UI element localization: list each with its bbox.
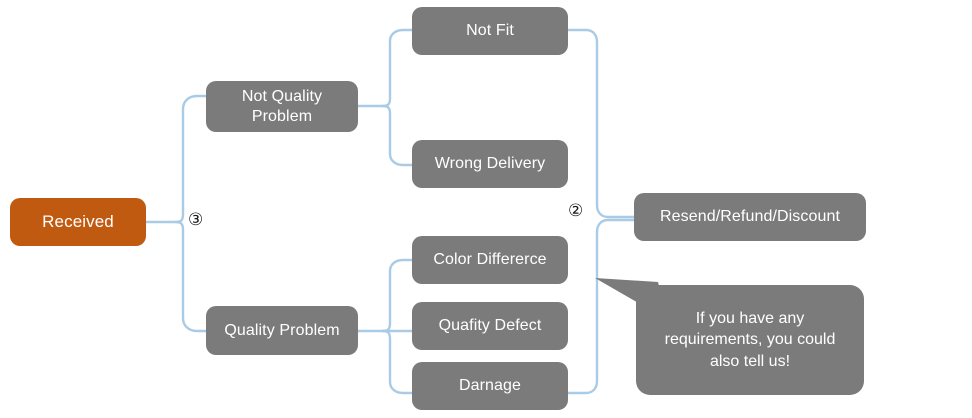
marker-three: ③ [188, 212, 203, 229]
callout-bubble-label: If you have any requirements, you could … [664, 310, 836, 370]
marker-two-label: ② [568, 201, 584, 221]
node-color-differerce[interactable]: Color Differerce [412, 236, 568, 284]
node-quafity-defect-label: Quafity Defect [438, 317, 542, 335]
marker-two: ② [568, 203, 583, 220]
node-received[interactable]: Received [10, 198, 146, 246]
node-darnage-label: Darnage [458, 377, 522, 395]
node-quality-problem[interactable]: Quality Problem [206, 306, 358, 355]
node-resend-refund-discount-label: Resend/Refund/Discount [659, 208, 841, 226]
node-not-quality-problem[interactable]: Not Quality Problem [206, 81, 358, 132]
node-quafity-defect[interactable]: Quafity Defect [412, 302, 568, 350]
callout-bubble[interactable]: If you have any requirements, you could … [636, 285, 864, 395]
node-wrong-delivery[interactable]: Wrong Delivery [412, 140, 568, 188]
node-darnage[interactable]: Darnage [412, 362, 568, 410]
node-not-fit[interactable]: Not Fit [412, 7, 568, 55]
node-color-differerce-label: Color Differerce [433, 251, 547, 269]
node-not-quality-problem-label: Not Quality Problem [241, 87, 323, 125]
node-quality-problem-label: Quality Problem [224, 321, 340, 339]
node-not-fit-label: Not Fit [466, 22, 514, 40]
marker-three-label: ③ [188, 210, 204, 230]
node-resend-refund-discount[interactable]: Resend/Refund/Discount [634, 193, 866, 241]
node-received-label: Received [42, 211, 114, 231]
node-wrong-delivery-label: Wrong Delivery [434, 155, 546, 173]
